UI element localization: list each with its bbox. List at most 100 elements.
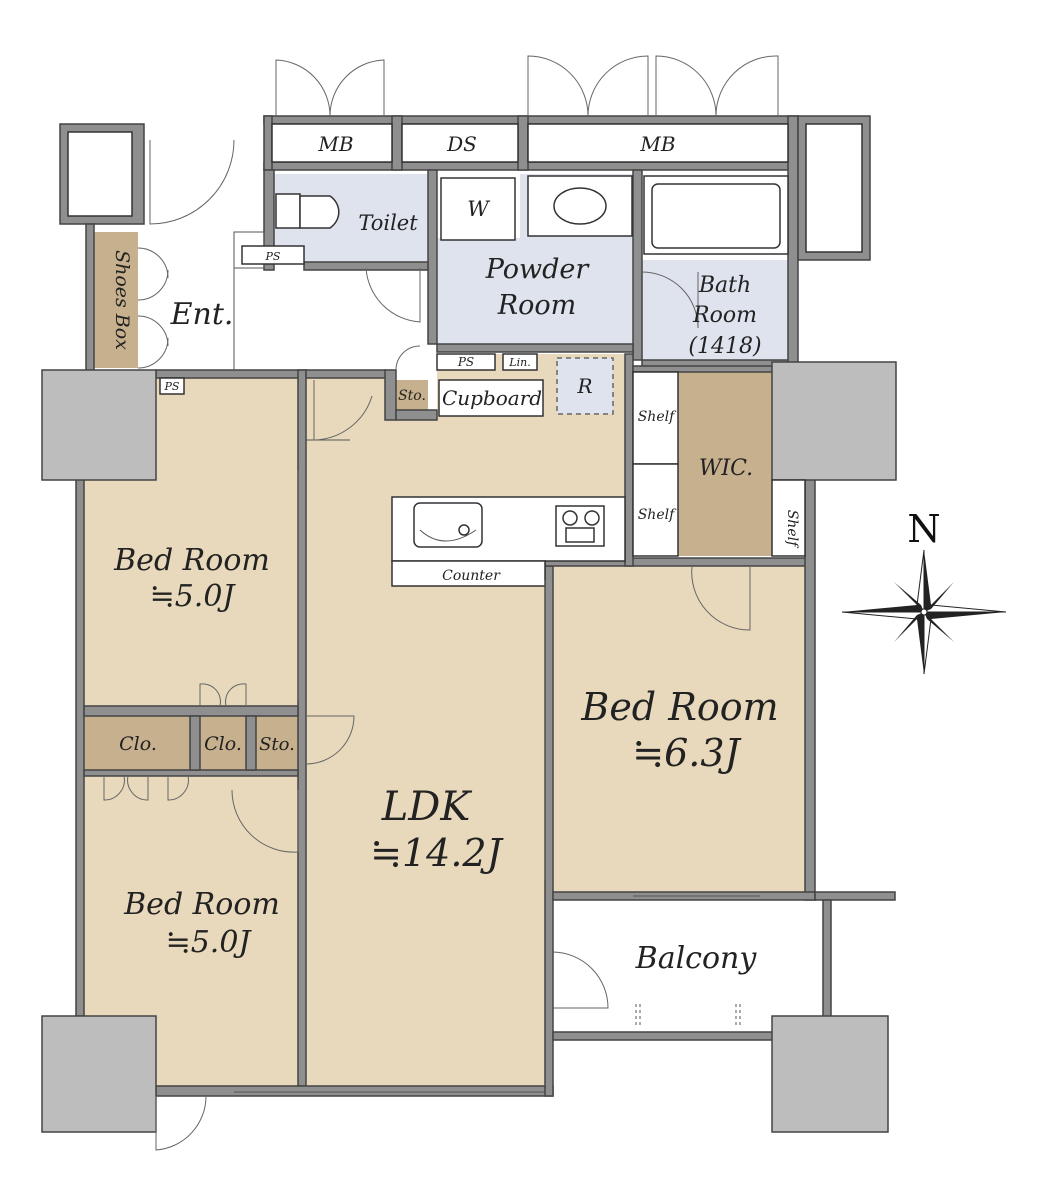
bathtub (651, 183, 781, 249)
label-ldk-1: LDK (381, 784, 473, 830)
ps-toilet-box (241, 245, 305, 265)
door-ldk (313, 380, 373, 441)
burner-1-icon (562, 510, 578, 526)
label-ps-kitchen: PS (457, 355, 474, 369)
ds-box (401, 123, 519, 163)
label-bed1-2: ≒5.0J (150, 579, 237, 614)
wic-north-wall (632, 365, 774, 373)
label-shelf-mid: Shelf (638, 507, 677, 523)
ldk-north-wall (305, 369, 387, 379)
closet1-door-c (167, 775, 189, 801)
kitchen-east-wall (624, 353, 634, 567)
faucet-icon (458, 524, 470, 536)
utility-left-wall (263, 115, 273, 171)
lin-box (502, 353, 538, 371)
cupboard-box (438, 379, 544, 417)
shoes-door-1 (137, 247, 169, 279)
south-wall (155, 1085, 554, 1097)
wic-area (678, 372, 772, 556)
label-sto-bed: Sto. (259, 734, 295, 755)
label-sto-entry: Sto. (398, 388, 426, 404)
label-balcony: Balcony (635, 941, 758, 976)
label-bed2-1: Bed Room (123, 887, 280, 922)
shoes-door-4 (137, 337, 169, 369)
counter-strip (391, 560, 546, 587)
ldk-area (306, 354, 625, 1086)
balcony-east-rail (822, 899, 832, 1033)
door-south (155, 1095, 207, 1151)
storage-west-wall (384, 369, 397, 421)
ps-bed-box (159, 377, 185, 395)
closet-2-area (200, 716, 246, 770)
label-bed2-2: ≒5.0J (166, 925, 253, 960)
label-lin: Lin. (508, 356, 530, 369)
label-counter: Counter (442, 568, 501, 584)
door-mb-right-d (715, 55, 779, 117)
door-bedroom2 (231, 789, 299, 853)
bedroom2-north-wall (83, 769, 299, 777)
bedroom1-north-wall (155, 369, 307, 379)
utility-bottom-wall (263, 161, 799, 171)
toilet-bowl (299, 195, 340, 229)
label-bed3-1: Bed Room (580, 685, 778, 729)
utility-top-wall (263, 115, 799, 125)
burner-2-icon (584, 510, 600, 526)
column-sw (41, 1015, 157, 1133)
ps-kitchen-box (436, 353, 496, 371)
column-ne (771, 361, 897, 481)
closet1-door-b (127, 775, 149, 801)
kitchen-strip (306, 353, 626, 587)
label-clo1: Clo. (119, 733, 157, 755)
toilet-fixtures (275, 193, 340, 229)
door-toilet-hall (365, 267, 421, 323)
closet-divider-2 (245, 715, 257, 771)
label-shelf-side: Shelf (784, 510, 800, 549)
label-powder-1: Powder (485, 254, 591, 285)
label-wic: WIC. (699, 456, 753, 481)
bath-fixtures (643, 175, 789, 255)
label-bed3-2: ≒6.3J (632, 731, 741, 775)
label-entrance: Ent. (170, 297, 234, 332)
label-w: W (467, 197, 491, 221)
sink (553, 187, 607, 225)
sink-curve (419, 529, 477, 542)
door-entrance (149, 139, 235, 225)
closet2-door-a (199, 683, 221, 707)
compass-north-label: N (907, 507, 940, 551)
utility-div1-wall (391, 115, 403, 171)
shoes-door-2 (137, 269, 169, 301)
balcony-area (553, 900, 823, 1032)
label-cupboard: Cupboard (442, 386, 542, 410)
refrigerator-space (556, 357, 614, 415)
closet1-door-a (103, 775, 125, 801)
top-doors (149, 55, 779, 225)
balcony-top-rail (814, 891, 896, 901)
east-bath-wall (787, 115, 799, 367)
label-ps-toilet: PS (265, 250, 281, 263)
bath-west-wall (632, 169, 643, 361)
label-ldk-2: ≒14.2J (370, 831, 503, 875)
door-wic (691, 565, 751, 631)
label-refrigerator: R (576, 374, 592, 398)
bedroom-3-area (553, 566, 805, 892)
balcony-bottom-rail (552, 1031, 776, 1041)
west-wall (75, 469, 85, 1017)
balcony-group (552, 951, 741, 1028)
mb-right-box (527, 123, 789, 163)
door-mb-right-b (587, 55, 649, 117)
column-nw (41, 369, 157, 481)
closet2-door-b (225, 683, 247, 707)
grill-icon (565, 527, 595, 543)
ldk-east-wall (544, 565, 554, 1097)
powder-fixtures (440, 175, 699, 329)
utility-div2-wall (517, 115, 529, 171)
storage-bed-area (256, 716, 298, 770)
shelf-side-box (771, 479, 806, 557)
door-mb-left-a (275, 59, 331, 117)
label-toilet: Toilet (358, 211, 418, 235)
shelf-mid-box (632, 463, 679, 557)
entrance (137, 231, 421, 371)
closet-divider-1 (189, 715, 201, 771)
column-inner-nw (67, 131, 133, 217)
